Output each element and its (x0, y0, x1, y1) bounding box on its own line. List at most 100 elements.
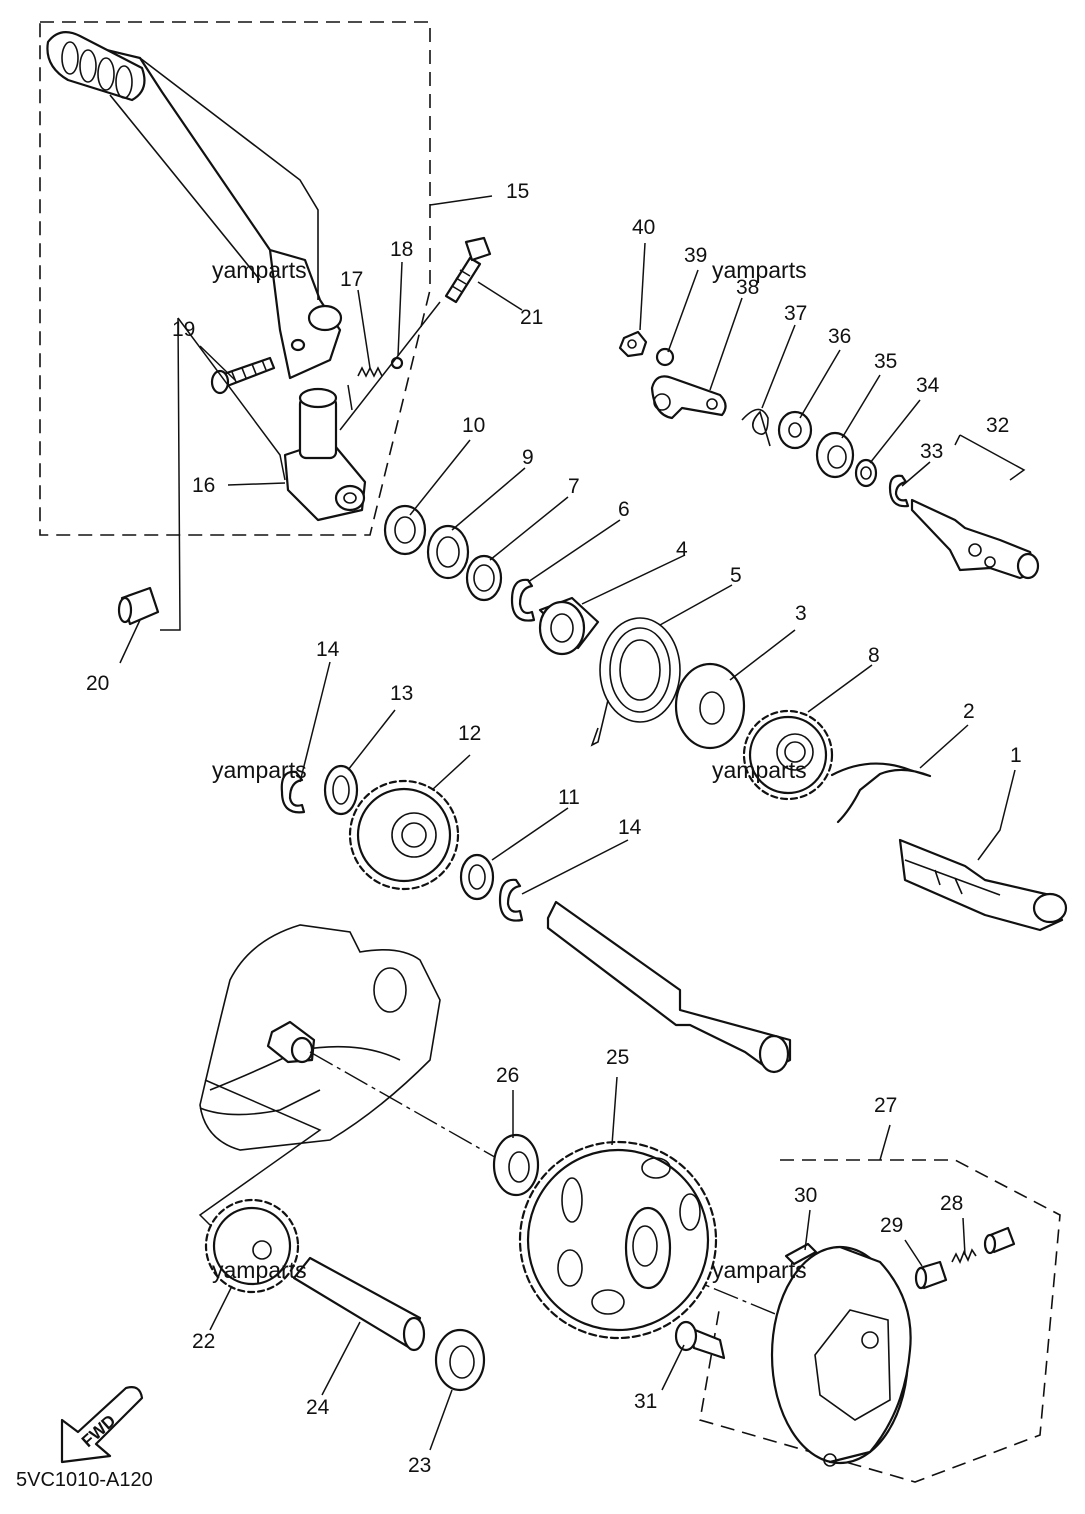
bearing-35 (815, 431, 855, 479)
ratchet-wheel-12 (348, 779, 460, 891)
assembly-line-4 (347, 384, 353, 411)
watermark-6: yamparts (712, 1257, 807, 1283)
callout-1: 1 (1010, 744, 1022, 767)
callout-27: 27 (874, 1094, 897, 1117)
callout-4: 4 (676, 538, 688, 561)
washer-7 (465, 554, 503, 602)
callout-18: 18 (390, 238, 413, 261)
callout-leaders (119, 242, 1016, 1451)
group-15-bracket (429, 195, 493, 206)
circlip-14-bottom (498, 878, 524, 922)
watermark-2: yamparts (712, 257, 807, 283)
kick-pedal-group (39, 21, 492, 536)
callout-22: 22 (192, 1330, 215, 1353)
assembly-line-5 (198, 1079, 322, 1226)
callout-39: 39 (684, 244, 707, 267)
callout-31: 31 (634, 1390, 657, 1413)
callout-23: 23 (408, 1454, 431, 1477)
ball-18 (390, 356, 404, 370)
callout-38: 38 (736, 276, 759, 299)
callout-26: 26 (496, 1064, 519, 1087)
washer-10 (383, 504, 427, 556)
callout-14-top: 14 (316, 638, 340, 661)
washer-26 (492, 1133, 540, 1197)
callout-21: 21 (520, 306, 543, 329)
bracket-32 (954, 434, 1026, 481)
callout-34: 34 (916, 374, 940, 397)
kick-crank-hole (290, 338, 306, 352)
washer-3 (674, 662, 746, 750)
callout-17: 17 (340, 268, 363, 291)
callout-25: 25 (606, 1046, 629, 1069)
callout-15: 15 (506, 180, 529, 203)
callout-28: 28 (940, 1192, 963, 1215)
kick-axle-1 (898, 838, 1068, 932)
bolt-21 (444, 236, 492, 304)
circlip-6 (510, 578, 536, 622)
spring-guide-4 (538, 596, 600, 656)
callout-9: 9 (522, 446, 534, 469)
group-27-leader (879, 1124, 891, 1161)
watermark-3: yamparts (212, 757, 307, 783)
callout-20: 20 (86, 672, 109, 695)
kick-crank-arm-edge (109, 57, 319, 300)
torsion-spring-5 (590, 617, 681, 747)
circlip-14-top (280, 770, 306, 814)
decompression-cover-27 (770, 1245, 912, 1467)
callout-2: 2 (963, 700, 975, 723)
watermark-4: yamparts (712, 757, 807, 783)
decompression-shaft-assembly (618, 330, 1040, 580)
group-27-outline (699, 1159, 1061, 1483)
callout-32: 32 (986, 414, 1009, 437)
callout-40: 40 (632, 216, 655, 239)
idle-gear-22 (204, 1198, 300, 1294)
bolt-19 (210, 356, 276, 395)
callout-13: 13 (390, 682, 413, 705)
callout-30: 30 (794, 1184, 817, 1207)
idle-gear-25 (518, 1140, 718, 1340)
washer-36 (777, 410, 813, 450)
spring-17 (357, 366, 383, 378)
callout-16: 16 (192, 474, 215, 497)
clip-2 (830, 762, 932, 824)
callout-24: 24 (306, 1396, 330, 1419)
callout-6: 6 (618, 498, 630, 521)
callout-labels: 1 2 3 4 5 6 7 8 9 10 11 12 13 14 14 15 1… (86, 180, 1022, 1477)
crankcase-section (199, 924, 441, 1151)
watermarks: yamparts yamparts yamparts yamparts yamp… (212, 257, 807, 1283)
spring-37 (741, 408, 771, 447)
callout-7: 7 (568, 475, 580, 498)
circlip-33 (888, 474, 910, 508)
plug-bolt (983, 1226, 1016, 1255)
kick-grip (46, 31, 146, 102)
kick-boss-16 (283, 387, 367, 522)
callout-10: 10 (462, 414, 485, 437)
assembly-line-2 (160, 317, 181, 631)
assembly-line-1 (177, 317, 286, 481)
shaft-24 (292, 1256, 426, 1352)
crankcase-boss (373, 967, 407, 1013)
watermark-1: yamparts (212, 257, 307, 283)
callout-8: 8 (868, 644, 880, 667)
fwd-arrow-icon: FWD (60, 1386, 144, 1464)
washer-9 (426, 524, 470, 580)
kick-gear-8 (742, 709, 834, 801)
diagram-code: 5VC1010-A120 (16, 1469, 153, 1491)
callout-19: 19 (172, 318, 195, 341)
spring-28 (951, 1248, 977, 1264)
assembly-line-3 (339, 301, 441, 431)
decompression-shaft-32 (910, 498, 1040, 580)
callout-14-bottom: 14 (618, 816, 642, 839)
callout-12: 12 (458, 722, 481, 745)
washer-34 (854, 458, 878, 488)
kick-pedal-group-outline (39, 21, 431, 536)
kick-crank-boss (307, 304, 343, 332)
lever-38 (650, 375, 727, 420)
center-line-bottom (639, 1257, 786, 1319)
washer-39 (655, 347, 675, 367)
callout-11: 11 (558, 786, 580, 809)
washer-11 (459, 853, 495, 901)
bolt-31 (674, 1320, 726, 1360)
